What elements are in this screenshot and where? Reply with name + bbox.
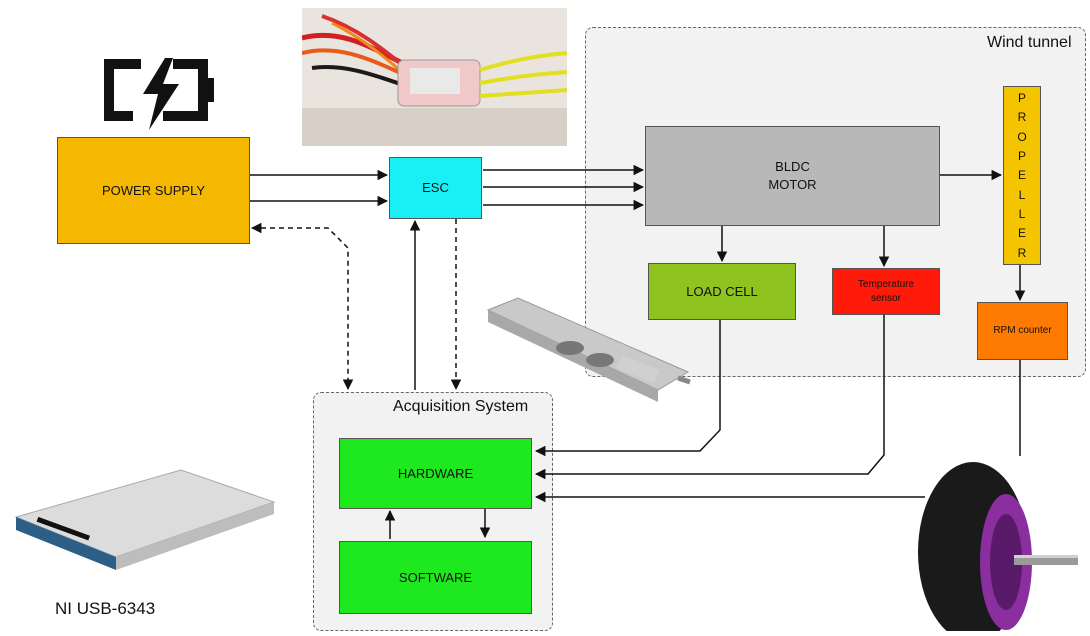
propeller-letter: R	[1018, 109, 1027, 125]
propeller-letter: E	[1018, 225, 1026, 241]
temperature-sensor-label-line2: sensor	[871, 292, 901, 306]
temperature-sensor-label-line1: Temperature	[858, 278, 914, 292]
power-supply-block: POWER SUPPLY	[57, 137, 250, 244]
rpm-counter-block: RPM counter	[977, 302, 1068, 360]
propeller-letter: L	[1019, 187, 1026, 203]
propeller-letter: P	[1018, 90, 1026, 106]
load-cell-block: LOAD CELL	[648, 263, 796, 320]
propeller-letter: P	[1018, 148, 1026, 164]
propeller-letter: R	[1018, 245, 1027, 261]
bldc-motor-label-line2: MOTOR	[768, 176, 816, 194]
esc-block: ESC	[389, 157, 482, 219]
propeller-letter: L	[1019, 206, 1026, 222]
software-block: SOFTWARE	[339, 541, 532, 614]
hardware-block: HARDWARE	[339, 438, 532, 509]
propeller-label: P R O P E L L E R	[1017, 87, 1026, 264]
temperature-sensor-block: Temperature sensor	[832, 268, 940, 315]
propeller-letter: E	[1018, 167, 1026, 183]
propeller-block: P R O P E L L E R	[1003, 86, 1041, 265]
bldc-motor-block: BLDC MOTOR	[645, 126, 940, 226]
propeller-letter: O	[1017, 129, 1026, 145]
bldc-motor-label-line1: BLDC	[775, 158, 810, 176]
